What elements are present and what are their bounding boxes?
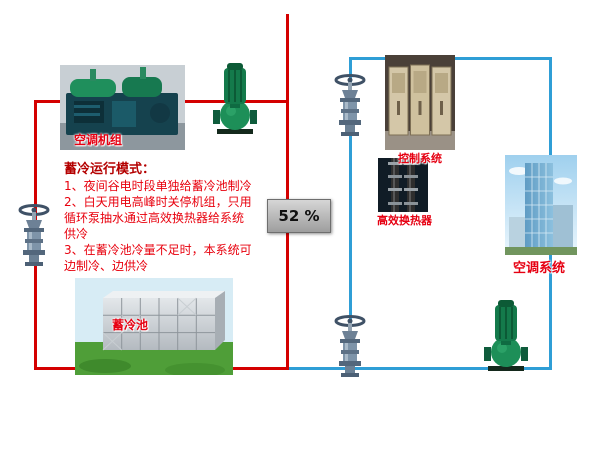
pump-icon (213, 63, 257, 134)
heat-exchanger-image (378, 158, 428, 212)
pump-top-icon (213, 60, 257, 135)
percentage-badge: 52 % (267, 199, 331, 233)
heat-exchanger-label: 高效换热器 (377, 214, 432, 227)
chiller-photo (60, 65, 185, 150)
mode-line-5: 3、在蓄冷池冷量不足时，本系统可 (64, 243, 252, 257)
valve-icon (334, 74, 366, 136)
valve-top-icon (331, 73, 369, 137)
storage-tank-image (75, 278, 233, 377)
pump-bottom-icon (484, 297, 528, 372)
control-system-label: 控制系统 (398, 152, 442, 165)
ac-system-label: 空调系统 (513, 261, 566, 276)
chiller-label: 空调机组 (74, 133, 123, 147)
mode-line-6: 边制冷、边供冷 (64, 259, 149, 273)
mode-line-1: 1、夜间谷电时段单独给蓄冷池制冷 (64, 179, 252, 193)
storage-tank-photo (75, 278, 233, 377)
mode-line-4: 供冷 (64, 227, 89, 241)
control-cabinet-image (385, 55, 455, 150)
chiller-image (60, 65, 185, 150)
building-image (505, 155, 577, 255)
operating-mode-text: 蓄冷运行模式： 1、夜间谷电时段单独给蓄冷池制冷 2、白天用电高峰时关停机组，只… (64, 162, 290, 274)
control-system-photo (385, 55, 455, 150)
heat-exchanger-photo (378, 158, 428, 212)
valve-bottom-icon (331, 314, 369, 378)
mode-line-3: 循环泵抽水通过高效换热器给系统 (64, 211, 245, 225)
storage-tank-label: 蓄冷池 (112, 318, 149, 332)
pipe-blue-bottom (289, 367, 552, 370)
building-photo (505, 155, 577, 255)
mode-line-2: 2、白天用电高峰时关停机组，只用 (64, 195, 252, 209)
valve-icon (18, 204, 50, 266)
pipe-blue-left (349, 57, 352, 370)
pipe-red-right (286, 14, 289, 370)
valve-left-icon (15, 203, 53, 267)
pump-icon (484, 300, 528, 371)
valve-icon (334, 315, 366, 377)
operating-mode-title: 蓄冷运行模式： (64, 162, 156, 177)
